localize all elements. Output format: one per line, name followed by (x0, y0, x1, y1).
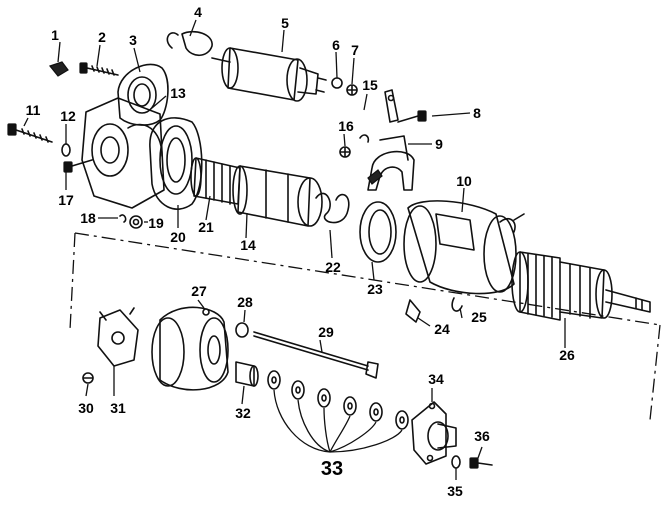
leader-lines (23, 19, 566, 480)
part-22-spring (315, 192, 350, 224)
part-24-brush-screw (405, 299, 421, 323)
part-16-nut (339, 146, 351, 158)
part-36-screw (469, 457, 493, 469)
part-28-washer (235, 322, 249, 338)
part-31-brush-holder (97, 307, 139, 367)
label-8: 8 (473, 105, 481, 121)
part-30-screw (82, 372, 94, 384)
part-4-clip-and-plunger (166, 30, 213, 57)
label-24: 24 (434, 321, 450, 337)
part-18-clip (119, 214, 127, 223)
label-31: 31 (110, 400, 126, 416)
callout-labels: 1 2 3 4 5 6 7 8 9 10 11 12 13 14 15 16 1… (26, 4, 575, 499)
label-15: 15 (362, 77, 378, 93)
label-16: 16 (338, 118, 354, 134)
label-11: 11 (26, 102, 41, 118)
label-22: 22 (325, 259, 341, 275)
label-25: 25 (471, 309, 487, 325)
part-11-through-bolt (7, 123, 53, 143)
part-1-nut (48, 61, 69, 77)
label-35: 35 (447, 483, 463, 499)
part-23-ring-gasket (359, 201, 397, 263)
label-4: 4 (194, 4, 202, 20)
part-12-washer (61, 143, 71, 157)
part-14-overrunning-clutch (232, 165, 323, 227)
part-25-brush-lead (451, 297, 463, 312)
part-8-bolt (397, 110, 427, 123)
label-34: 34 (428, 371, 444, 387)
label-29: 29 (318, 324, 334, 340)
part-29-long-bolt (253, 331, 379, 379)
label-33: 33 (321, 458, 343, 480)
part-10-field-frame (403, 200, 525, 295)
label-13: 13 (170, 85, 186, 101)
part-15-lever-pin (359, 89, 399, 143)
part-9-shift-fork (367, 135, 415, 191)
label-28: 28 (237, 294, 253, 310)
label-10: 10 (456, 173, 472, 189)
label-21: 21 (198, 219, 214, 235)
part-17-bolt (63, 159, 93, 173)
part-35-washer (451, 455, 461, 469)
part-33-shim-washers (267, 370, 409, 430)
label-1: 1 (51, 27, 59, 43)
part-2-screw (79, 62, 119, 76)
label-9: 9 (435, 136, 443, 152)
part-5-solenoid (211, 47, 327, 102)
label-17: 17 (58, 192, 74, 208)
part-26-armature (511, 251, 651, 321)
label-2: 2 (98, 29, 106, 45)
label-14: 14 (240, 237, 256, 253)
label-30: 30 (78, 400, 94, 416)
label-18: 18 (80, 210, 96, 226)
label-23: 23 (367, 281, 383, 297)
part-7-nut (346, 84, 358, 96)
label-7: 7 (351, 42, 359, 58)
label-36: 36 (474, 428, 490, 444)
label-5: 5 (281, 15, 289, 31)
part-34-cover-plate (411, 401, 457, 465)
label-12: 12 (60, 108, 76, 124)
label-20: 20 (170, 229, 186, 245)
label-32: 32 (235, 405, 251, 421)
part-20-seal-ring (149, 117, 203, 210)
label-19: 19 (148, 215, 164, 231)
part-19-nut (129, 215, 143, 229)
label-6: 6 (332, 37, 340, 53)
frame-lines (69, 232, 661, 421)
part-6-washer (331, 77, 343, 89)
label-27: 27 (191, 283, 207, 299)
part-13-drive-housing (81, 97, 165, 209)
label-3: 3 (129, 32, 137, 48)
part-32-bushing (235, 361, 259, 387)
label-26: 26 (559, 347, 575, 363)
part-27-end-cap (151, 306, 229, 391)
